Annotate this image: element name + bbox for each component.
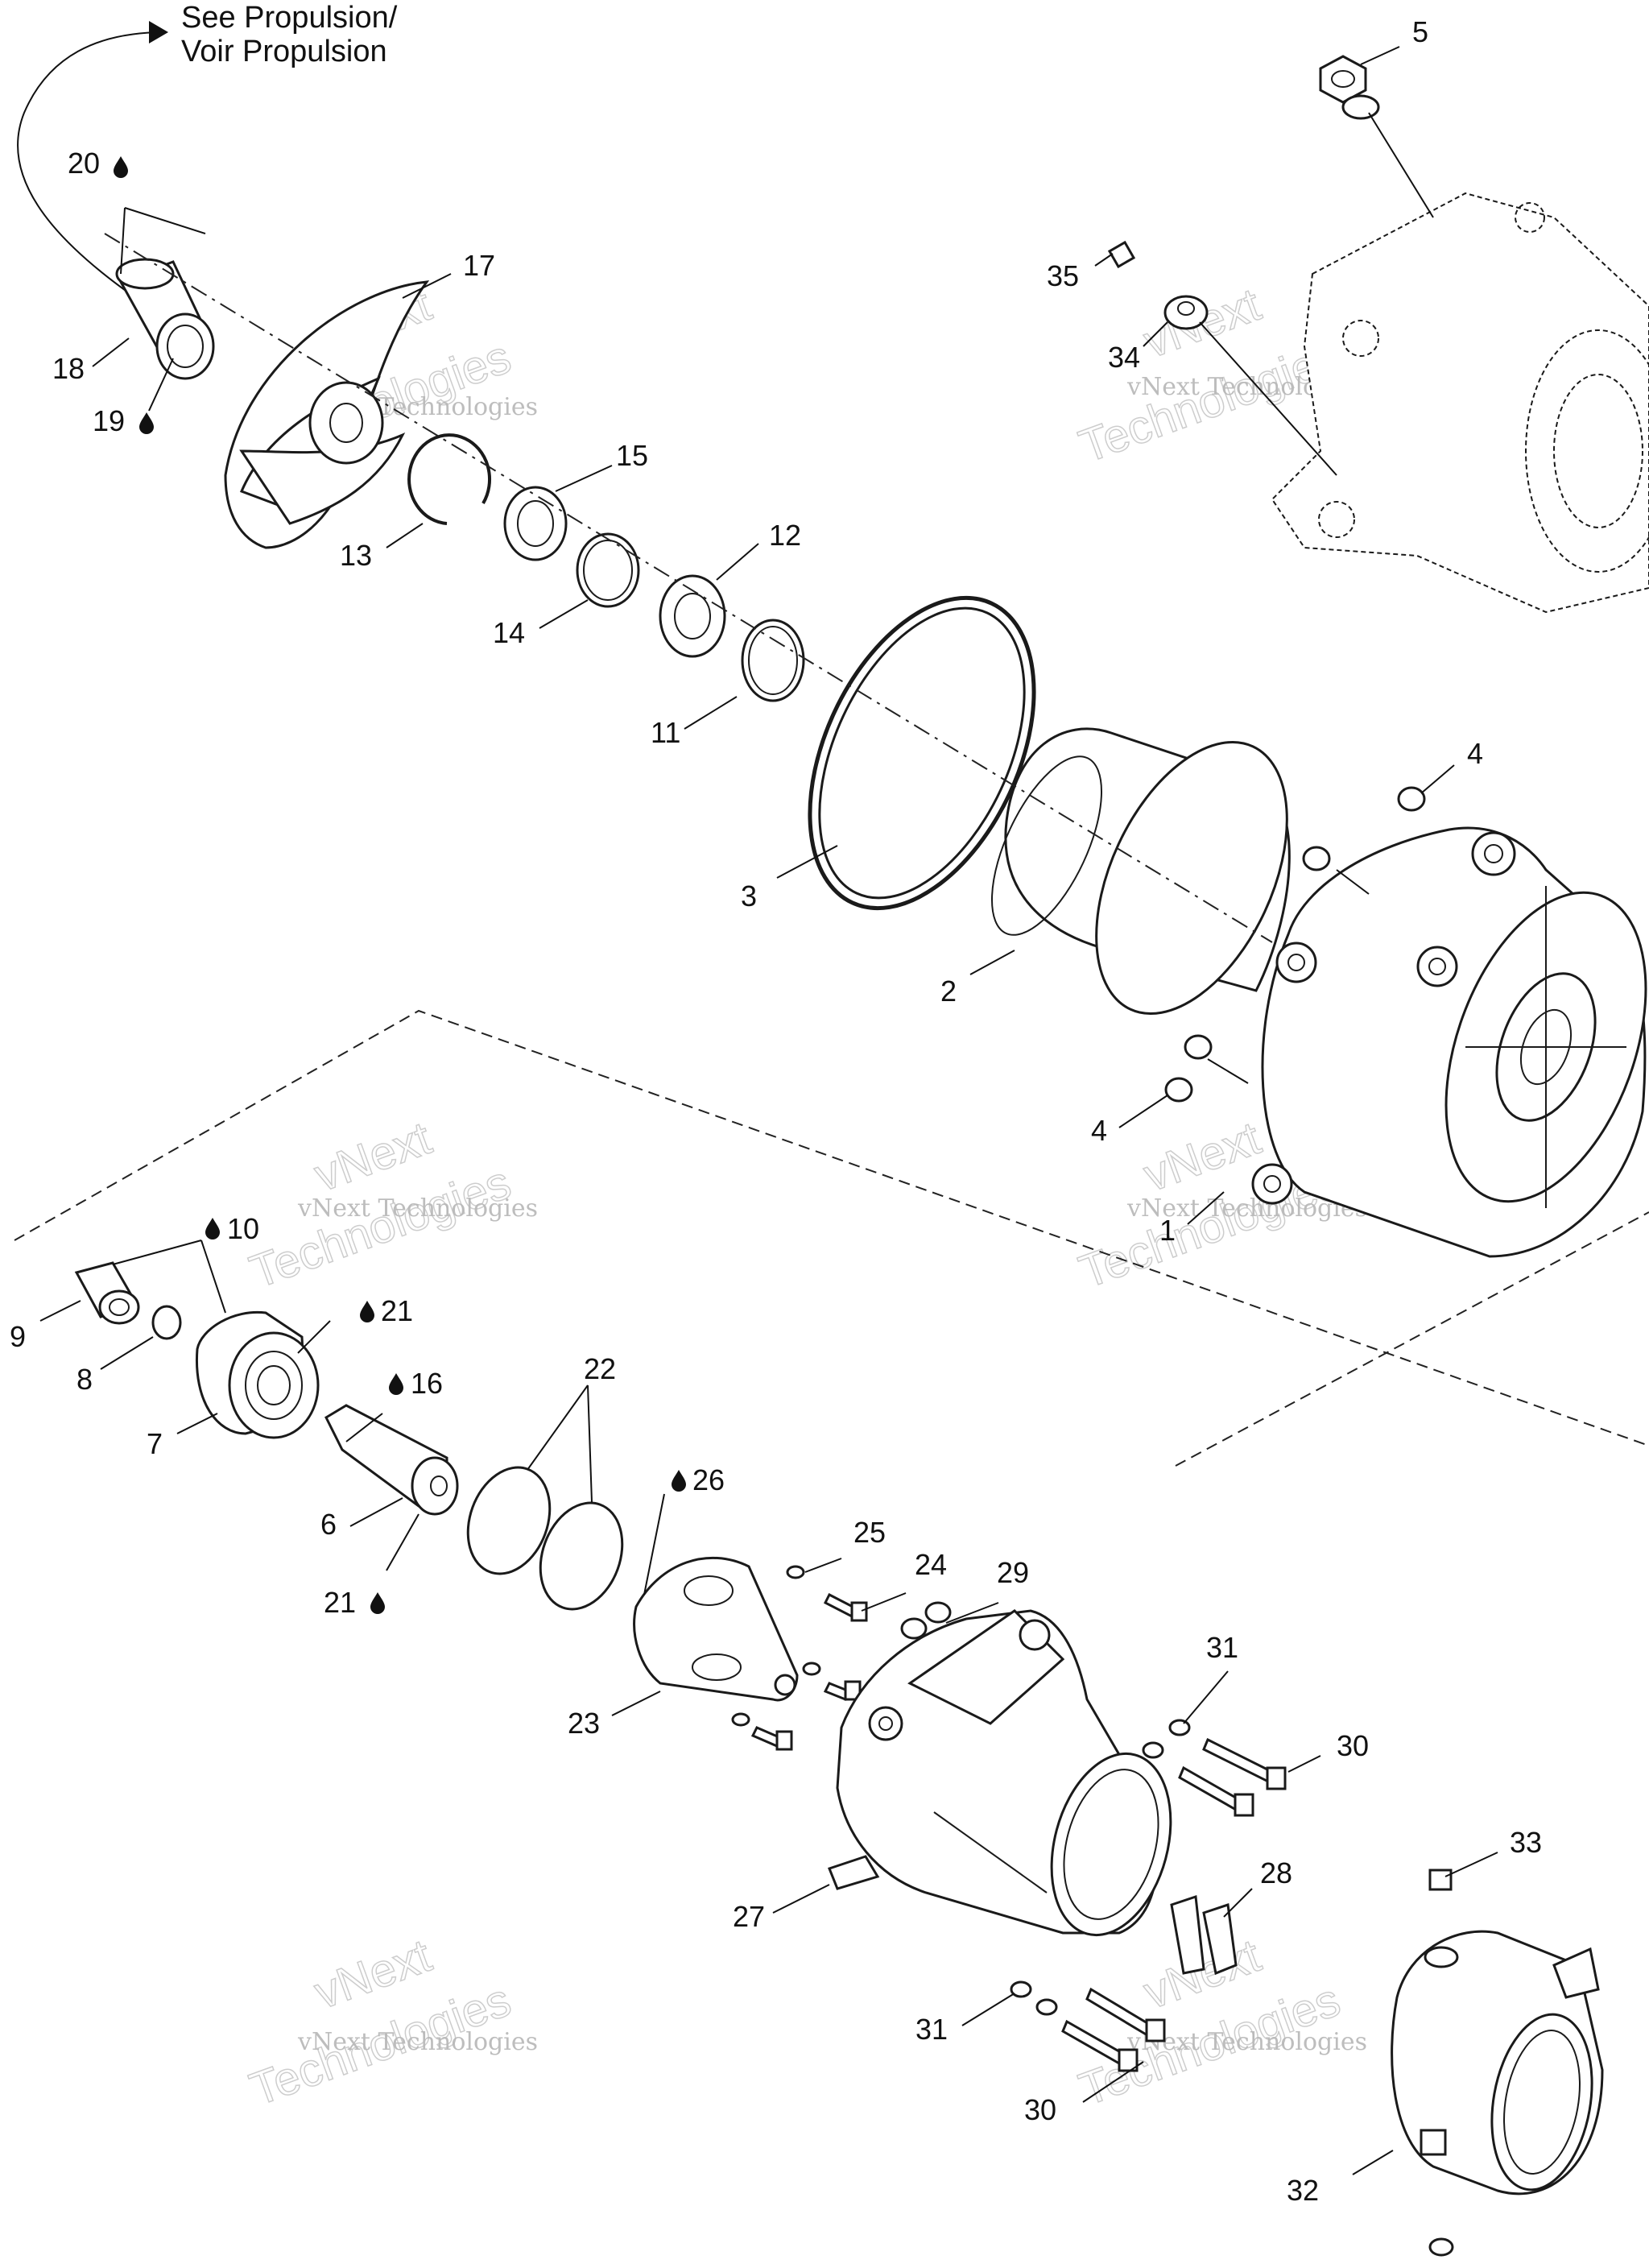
part-6-shaft	[324, 1404, 459, 1516]
callout-30a: 30	[1337, 1729, 1369, 1762]
callout-21a: 21	[381, 1294, 413, 1327]
part-18-sleeve	[115, 258, 215, 380]
callout-18: 18	[52, 352, 85, 385]
callout-14: 14	[493, 616, 525, 649]
note-line-2: Voir Propulsion	[181, 35, 387, 68]
part-4-pins	[1164, 786, 1426, 1103]
callout-16: 16	[411, 1367, 443, 1400]
callout-20: 20	[68, 147, 100, 180]
curved-arrow-icon	[17, 21, 168, 311]
part-35-screw	[1107, 240, 1136, 269]
part-30-31-bolts	[1010, 1719, 1287, 2072]
callout-25: 25	[853, 1516, 886, 1549]
leader-lines	[39, 46, 1498, 2175]
oil-drop-icon	[205, 1218, 220, 1240]
part-7-bearing	[195, 1310, 320, 1439]
callout-17: 17	[463, 249, 495, 282]
oil-drop-icon	[389, 1373, 403, 1395]
watermark-group: vNext vNext Technologies Technologies vN…	[242, 278, 1367, 2117]
watermark-bottom-left: vNext vNext Technologies Technologies	[242, 1929, 538, 2117]
oil-drop-icon	[370, 1592, 385, 1614]
callout-8: 8	[76, 1363, 93, 1396]
callout-13: 13	[340, 539, 372, 572]
callout-29: 29	[997, 1556, 1029, 1589]
part-28-tubes	[1170, 1894, 1238, 1976]
callout-10: 10	[227, 1212, 259, 1245]
callout-24: 24	[915, 1548, 947, 1581]
part-23-cap	[633, 1556, 799, 1702]
callout-3: 3	[741, 879, 757, 913]
part-14-o-ring	[576, 532, 640, 608]
sub-assembly-outline	[1175, 1211, 1649, 1467]
callout-5: 5	[1412, 15, 1428, 48]
sub-assembly-outline	[14, 1009, 1649, 1446]
leader-pin	[1207, 1058, 1249, 1084]
part-34-grommet	[1163, 295, 1209, 330]
part-27-nozzle-body	[828, 1609, 1172, 1937]
part-24-25-screws	[731, 1565, 868, 1751]
callout-7: 7	[147, 1427, 163, 1460]
part-5-nut	[1319, 55, 1380, 120]
oil-drop-icon	[114, 156, 128, 178]
callout-31a: 31	[1206, 1631, 1238, 1664]
leader-pin	[1336, 869, 1370, 895]
part-2-wear-ring	[990, 727, 1291, 1016]
callout-19: 19	[93, 404, 125, 437]
callout-1: 1	[1159, 1214, 1176, 1247]
part-33-screw	[1428, 1869, 1453, 1891]
part-11-o-ring	[741, 619, 805, 702]
callout-12: 12	[769, 519, 801, 552]
callout-32: 32	[1287, 2174, 1319, 2207]
callout-28: 28	[1260, 1856, 1292, 1889]
callout-27: 27	[733, 1900, 765, 1933]
part-15-seal	[503, 486, 568, 561]
axis-line	[104, 233, 1273, 943]
part-22-o-rings	[466, 1466, 624, 1611]
see-propulsion-note: See Propulsion/ Voir Propulsion	[17, 1, 398, 311]
oil-drop-icon	[360, 1301, 374, 1322]
callout-35: 35	[1047, 259, 1079, 292]
callout-2: 2	[940, 975, 957, 1008]
part-17-impeller	[224, 280, 430, 549]
callout-labels: 5 35 34 20 17 18 19 13 15 14 12 11 3 2 4…	[10, 15, 1542, 2207]
oil-drop-icon	[139, 412, 154, 434]
part-12-bearing	[659, 574, 726, 658]
callout-26: 26	[692, 1463, 725, 1496]
callout-21b: 21	[324, 1586, 356, 1619]
watermark-text: vNext Technologies	[1126, 2028, 1367, 2056]
callout-34: 34	[1108, 341, 1140, 374]
part-29-o-rings	[900, 1601, 952, 1640]
callout-33: 33	[1510, 1826, 1542, 1859]
part-9-bushing	[74, 1261, 140, 1325]
watermark-text: vNext Technologies	[297, 1194, 538, 1223]
watermark-mid-left: vNext vNext Technologies Technologies	[242, 1111, 538, 1299]
reference-housing-ghost	[1271, 192, 1649, 614]
oil-drop-icon	[672, 1470, 686, 1492]
callout-15: 15	[616, 439, 648, 472]
part-8-o-ring	[151, 1305, 182, 1340]
part-1-pump-housing	[1251, 826, 1647, 1258]
callout-23: 23	[568, 1707, 600, 1740]
part-13-circlip	[407, 433, 492, 525]
callout-4a: 4	[1467, 737, 1483, 770]
leader-5	[1368, 112, 1434, 218]
callout-31b: 31	[915, 2013, 948, 2046]
callout-11: 11	[651, 716, 680, 749]
callout-9: 9	[10, 1320, 26, 1353]
callout-22: 22	[584, 1352, 616, 1385]
part-32-steering-nozzle	[1391, 1869, 1604, 2257]
callout-4b: 4	[1091, 1114, 1107, 1147]
leader-34	[1199, 321, 1337, 476]
note-line-1: See Propulsion/	[181, 1, 398, 35]
part-3-ring	[808, 595, 1036, 911]
callout-6: 6	[320, 1508, 337, 1541]
callout-30b: 30	[1024, 2093, 1056, 2126]
watermark-text: vNext Technologies	[297, 2028, 538, 2056]
